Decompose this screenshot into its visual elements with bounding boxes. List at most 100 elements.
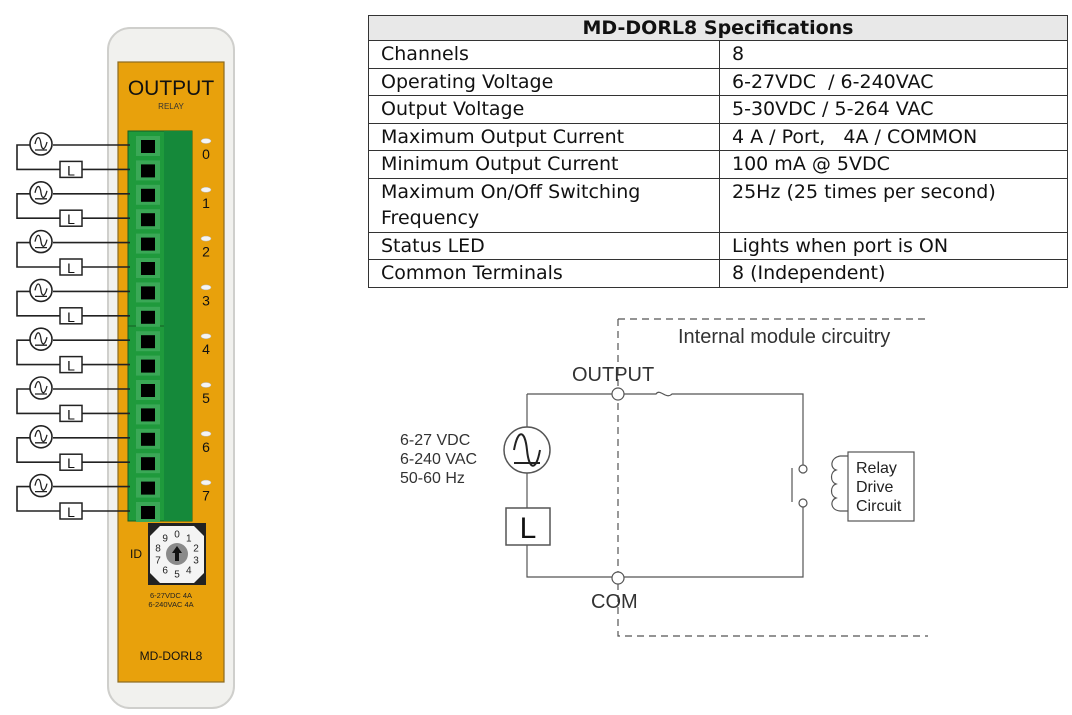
- output-wiring-diagram: Internal module circuitry OUTPUT COM 6-2…: [400, 318, 928, 637]
- wire: [16, 144, 130, 171]
- status-led-7: [200, 479, 212, 486]
- load-box: [59, 307, 83, 325]
- rating-line-1: 6-27VDC 4A: [150, 591, 192, 600]
- sine-icon: [34, 185, 48, 200]
- channel-number: 1: [202, 195, 210, 211]
- source-spec-line-1: 6-27 VDC: [400, 432, 470, 449]
- module-title: OUTPUT: [128, 77, 215, 100]
- terminal-screw[interactable]: [141, 506, 155, 519]
- terminal-screw[interactable]: [141, 335, 155, 349]
- wire: [16, 339, 130, 366]
- spec-label: Maximum On/Off Switching Frequency: [368, 177, 720, 233]
- terminal-screw[interactable]: [141, 359, 155, 373]
- dial-digit: 2: [193, 543, 199, 554]
- spec-value: 4 A / Port, 4A / COMMON: [719, 122, 1068, 151]
- dial-digit: 0: [174, 530, 180, 541]
- load-box: [59, 355, 83, 374]
- load-label: L: [67, 211, 75, 227]
- channel-number: 0: [202, 146, 210, 162]
- load-label: L: [67, 504, 75, 520]
- internal-circuitry-label: Internal module circuitry: [678, 326, 890, 348]
- terminal-screw[interactable]: [141, 188, 155, 202]
- spec-value: 6-27VDC / 6-240VAC: [719, 67, 1068, 96]
- wire: [16, 485, 130, 512]
- status-led-2: [200, 235, 212, 242]
- load-label: L: [67, 455, 75, 471]
- spec-label: Maximum Output Current: [368, 122, 720, 151]
- spec-value: 100 mA @ 5VDC: [719, 150, 1068, 179]
- spec-label: Minimum Output Current: [368, 150, 720, 179]
- terminal-screw[interactable]: [141, 310, 155, 324]
- terminal-block-shade: [164, 131, 192, 521]
- status-led-1: [200, 187, 212, 193]
- dial-digit: 7: [155, 556, 161, 567]
- dial-digit: 8: [155, 543, 161, 554]
- terminal-screw[interactable]: [141, 384, 155, 397]
- load-box: [59, 502, 83, 520]
- spec-label: Common Terminals: [368, 259, 720, 288]
- channel-wiring-4: L: [16, 327, 130, 374]
- module-model: MD-DORL8: [140, 649, 203, 663]
- sine-icon: [34, 234, 48, 249]
- wire: [16, 388, 130, 415]
- load-label: L: [67, 309, 75, 325]
- terminal-screw[interactable]: [141, 262, 155, 275]
- wire: [16, 193, 130, 219]
- rating-line-2: 6-240VAC 4A: [148, 600, 193, 609]
- terminal-screw[interactable]: [141, 432, 155, 446]
- terminal-screw[interactable]: [141, 408, 155, 422]
- load-label: L: [67, 162, 75, 178]
- terminal-screw[interactable]: [141, 213, 155, 227]
- spec-value: 5-30VDC / 5-264 VAC: [719, 95, 1068, 124]
- spec-value: 25Hz (25 times per second): [719, 177, 1068, 233]
- dial-digit: 3: [193, 556, 199, 567]
- spec-label: Operating Voltage: [368, 67, 720, 96]
- com-terminal: [611, 571, 625, 585]
- load-box: [59, 453, 83, 471]
- status-led-4: [200, 333, 212, 339]
- channel-number: 4: [202, 341, 210, 357]
- source-spec-line-2: 6-240 VAC: [400, 451, 477, 468]
- terminal-screw[interactable]: [141, 481, 155, 495]
- com-wire: [526, 505, 804, 578]
- load-label: L: [67, 406, 75, 422]
- sine-icon: [34, 429, 48, 444]
- relay-contact-bottom: [798, 498, 808, 508]
- status-led-3: [200, 284, 212, 291]
- status-led-5: [200, 382, 212, 388]
- load-label: L: [67, 358, 75, 374]
- channel-wiring-2: L: [16, 229, 130, 276]
- coil-leads: [840, 455, 848, 512]
- terminal-screw[interactable]: [141, 164, 155, 178]
- channel-number: 7: [202, 488, 210, 504]
- terminal-screw[interactable]: [141, 457, 155, 471]
- load-box: [59, 258, 83, 276]
- spec-label: Channels: [368, 40, 720, 69]
- terminal-screw[interactable]: [141, 140, 155, 153]
- relay-drive-line-1: Relay: [856, 460, 897, 477]
- load-box: [59, 160, 83, 179]
- relay-drive-line-3: Circuit: [856, 498, 902, 515]
- sine-icon: [34, 283, 48, 298]
- terminal-screw[interactable]: [141, 237, 155, 251]
- dial-digit: 4: [186, 566, 192, 577]
- relay-coil-icon: [830, 455, 841, 512]
- output-label: OUTPUT: [572, 364, 654, 386]
- relay-drive-box: [847, 451, 915, 522]
- load-label: L: [67, 260, 75, 276]
- module-subtitle: RELAY: [158, 102, 184, 111]
- dial-digit: 9: [162, 533, 168, 544]
- terminal-screw[interactable]: [141, 286, 155, 300]
- load-box: [505, 507, 551, 546]
- channel-wiring-0: L: [16, 132, 130, 179]
- id-label: ID: [130, 547, 142, 561]
- specifications-title: MD-DORL8 Specifications: [368, 15, 1068, 41]
- sine-icon: [34, 380, 48, 395]
- output-terminal: [611, 387, 625, 401]
